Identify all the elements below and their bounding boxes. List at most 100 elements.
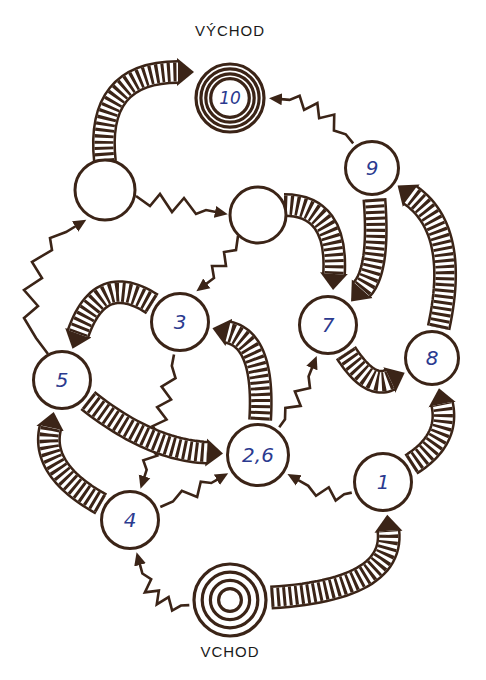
slide-arrow — [362, 199, 376, 289]
room-number: 7 — [322, 314, 335, 336]
room-circle: 4 — [100, 490, 160, 550]
slide-arrow — [104, 72, 178, 162]
circle-ring — [196, 64, 264, 132]
circle-ring — [406, 332, 459, 385]
slide-stripes — [284, 205, 334, 274]
target-circle: VCHOD — [192, 562, 268, 638]
slide-outline — [284, 205, 334, 274]
zigzag-line — [279, 367, 312, 427]
room-circle: 2,6 — [226, 423, 290, 487]
room-number: 10 — [219, 89, 241, 108]
circle-content: 10 — [194, 62, 266, 134]
empty-room-circle — [75, 160, 135, 220]
room-number: 4 — [124, 509, 137, 531]
slide-fill — [362, 199, 376, 289]
circle-ring — [211, 79, 250, 118]
room-number: 9 — [366, 157, 379, 179]
empty-room-circle — [230, 187, 286, 243]
slide-arrow — [411, 404, 443, 465]
slide-arrow — [271, 531, 389, 598]
slide-outline — [362, 199, 376, 289]
slide-fill — [346, 353, 390, 382]
slide-outline — [411, 404, 443, 465]
slide-fill — [411, 404, 443, 465]
zigzag-line — [160, 479, 217, 507]
slide-arrow — [410, 195, 445, 328]
circle-outline — [192, 562, 268, 638]
circle-ring — [194, 564, 266, 636]
zigzag-line — [140, 564, 190, 611]
circle-content: 9 — [344, 140, 400, 196]
slide-outline — [88, 401, 207, 453]
zigzag-line — [298, 480, 352, 501]
circle-ring — [201, 69, 259, 127]
room-circle: 7 — [298, 295, 358, 355]
circle-ring — [34, 352, 91, 409]
circle-ring — [206, 74, 254, 122]
slide-outline — [410, 195, 445, 328]
room-circle: 5 — [32, 350, 92, 410]
zigzag-arrow — [160, 479, 217, 507]
slide-fill — [88, 401, 207, 453]
slide-fill — [284, 205, 334, 274]
slide-outline — [78, 292, 152, 334]
slide-stripes — [411, 404, 443, 465]
room-circle: 8 — [404, 330, 460, 386]
zigzag-arrow — [279, 367, 312, 427]
slide-arrow — [346, 353, 390, 382]
zigzag-arrow — [298, 480, 352, 501]
circle-content: 1 — [353, 452, 413, 512]
slide-fill — [78, 292, 152, 334]
slide-fill — [271, 531, 389, 598]
room-circle: 9 — [344, 140, 400, 196]
zigzag-line — [143, 354, 175, 477]
gate-label: VCHOD — [200, 643, 259, 661]
zigzag-arrow — [206, 236, 238, 284]
slide-outline — [228, 332, 261, 420]
slide-stripes — [78, 292, 152, 334]
slide-arrow — [78, 292, 152, 334]
slide-stripes — [362, 199, 376, 289]
slide-outline — [49, 428, 101, 504]
circle-ring — [346, 142, 399, 195]
slide-arrow — [284, 205, 334, 274]
circle-ring — [102, 492, 159, 549]
circle-content: 7 — [298, 295, 358, 355]
slide-arrow — [88, 401, 207, 453]
slide-stripes — [271, 531, 389, 598]
slide-stripes — [88, 401, 207, 453]
circle-ring — [152, 294, 209, 351]
circle-ring — [210, 580, 249, 619]
circle-ring — [202, 572, 258, 628]
slide-outline — [346, 353, 390, 382]
zigzag-line — [281, 96, 353, 144]
slide-fill — [410, 195, 445, 328]
circle-content: 3 — [150, 292, 210, 352]
circle-ring — [300, 297, 357, 354]
slide-outline — [271, 531, 389, 598]
slide-stripes — [410, 195, 445, 328]
gate-label: VÝCHOD — [195, 22, 265, 40]
room-circle: 1 — [353, 452, 413, 512]
circle-ring — [228, 425, 289, 486]
room-number: 2,6 — [242, 444, 274, 466]
zigzag-arrow — [140, 564, 190, 611]
slide-stripes — [228, 332, 261, 420]
slide-fill — [49, 428, 101, 504]
zigzag-arrow — [281, 96, 353, 144]
slide-fill — [228, 332, 261, 420]
circle-ring — [355, 454, 412, 511]
room-number: 8 — [426, 347, 439, 369]
slide-arrow — [49, 428, 101, 504]
circle-content: 4 — [100, 490, 160, 550]
target-circle: 10VÝCHOD — [194, 62, 266, 134]
slide-outline — [104, 72, 178, 162]
circle-ring — [219, 589, 242, 612]
zigzag-arrow — [136, 194, 216, 214]
zigzag-arrow — [24, 226, 76, 354]
circle-content — [192, 562, 268, 638]
slide-stripes — [104, 72, 178, 162]
slide-arrow — [228, 332, 261, 420]
